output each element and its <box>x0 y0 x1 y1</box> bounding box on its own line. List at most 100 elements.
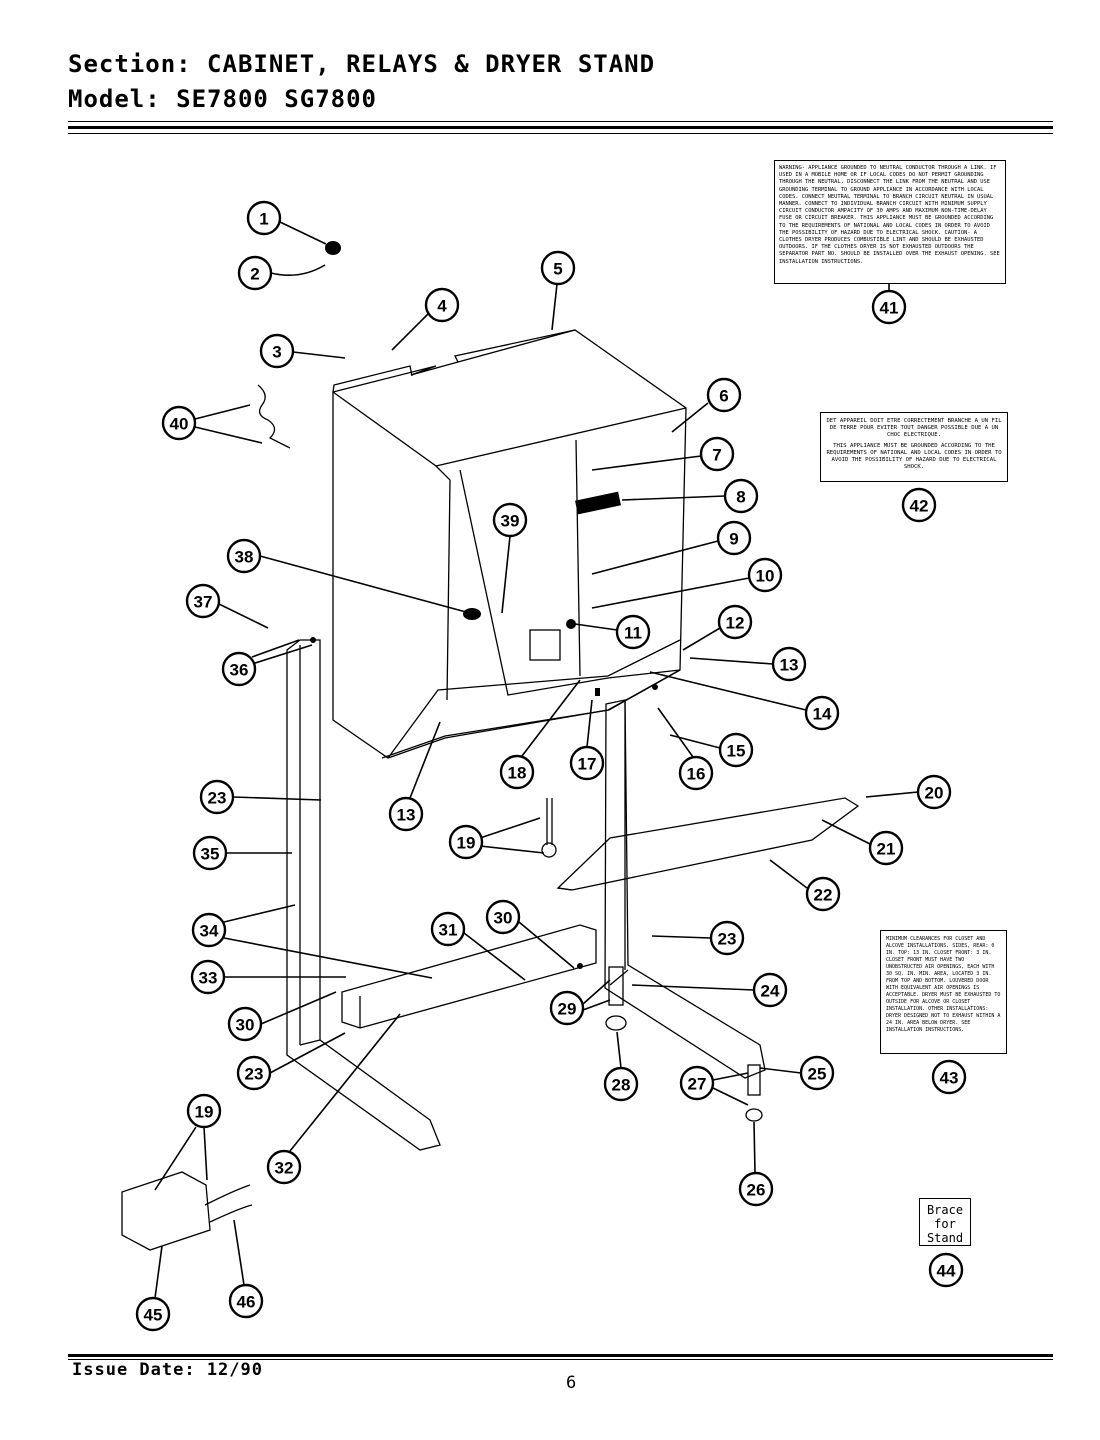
clearance-label-43: MINIMUM CLEARANCES FOR CLOSET AND ALCOVE… <box>880 930 1007 1054</box>
callout-circle <box>199 779 235 815</box>
callout-circle <box>928 1252 964 1288</box>
callout-group: 1234567891011121314151617181319202122233… <box>135 200 967 1332</box>
callout-circle <box>569 745 605 781</box>
callout-30: 30 <box>227 1006 263 1042</box>
callout-circle <box>430 911 466 947</box>
callout-number: 20 <box>925 784 944 803</box>
warning-label-41: WARNING- APPLIANCE GROUNDED TO NEUTRAL C… <box>774 160 1006 284</box>
callout-33: 33 <box>190 959 226 995</box>
header-rule-thick <box>68 126 1053 129</box>
callout-2: 2 <box>237 255 273 291</box>
callout-number: 27 <box>688 1075 707 1094</box>
callout-number: 8 <box>736 488 745 507</box>
callout-number: 28 <box>612 1076 631 1095</box>
callout-number: 35 <box>201 845 220 864</box>
callout-circle <box>738 1171 774 1207</box>
callout-9: 9 <box>716 520 752 556</box>
brace-label-44: Brace for Stand <box>919 1198 971 1246</box>
callout-22: 22 <box>805 876 841 912</box>
callout-number: 34 <box>200 922 219 941</box>
callout-46: 46 <box>228 1283 264 1319</box>
callout-number: 17 <box>578 755 597 774</box>
callout-number: 4 <box>437 297 447 316</box>
callout-19: 19 <box>448 824 484 860</box>
callout-26: 26 <box>738 1171 774 1207</box>
callout-30: 30 <box>485 899 521 935</box>
callout-circle <box>709 920 745 956</box>
callout-circle <box>718 732 754 768</box>
callout-number: 12 <box>726 614 745 633</box>
callout-number: 26 <box>747 1181 766 1200</box>
callout-circle <box>221 651 257 687</box>
callout-circle <box>771 646 807 682</box>
callout-29: 29 <box>549 990 585 1026</box>
callout-7: 7 <box>699 436 735 472</box>
callout-10: 10 <box>747 557 783 593</box>
callout-8: 8 <box>723 478 759 514</box>
callout-number: 31 <box>439 921 458 940</box>
callout-circle <box>228 1283 264 1319</box>
callout-circle <box>871 289 907 325</box>
callout-23: 23 <box>199 779 235 815</box>
cabinet-drawing <box>121 329 860 1251</box>
callout-number: 42 <box>910 497 929 516</box>
callout-number: 1 <box>259 210 268 229</box>
ground-label-42: DET APPAREIL DOIT ETRE CORRECTEMENT BRAN… <box>820 412 1008 482</box>
callout-41: 41 <box>871 289 907 325</box>
callout-circle <box>246 200 282 236</box>
callout-circle <box>752 972 788 1008</box>
callout-number: 23 <box>208 789 227 808</box>
callout-circle <box>448 824 484 860</box>
callout-11: 11 <box>615 614 651 650</box>
callout-1: 1 <box>246 200 282 236</box>
callout-circle <box>227 1006 263 1042</box>
relay-coil <box>566 619 576 629</box>
callout-19: 19 <box>186 1093 222 1129</box>
callout-13: 13 <box>771 646 807 682</box>
callout-number: 22 <box>814 886 833 905</box>
callout-circle <box>424 287 460 323</box>
callout-circle <box>135 1296 171 1332</box>
callout-circle <box>679 1065 715 1101</box>
callout-number: 13 <box>397 806 416 825</box>
callout-number: 37 <box>194 593 213 612</box>
footer-rule-thin <box>68 1359 1053 1360</box>
callout-number: 30 <box>236 1016 255 1035</box>
callout-circle <box>615 614 651 650</box>
callout-number: 43 <box>940 1069 959 1088</box>
cabinet-outline <box>332 329 687 759</box>
callout-number: 16 <box>687 765 706 784</box>
dark-parts <box>310 241 658 969</box>
callout-45: 45 <box>135 1296 171 1332</box>
callout-circle <box>186 1093 222 1129</box>
callout-circle <box>191 912 227 948</box>
callout-number: 5 <box>553 260 562 279</box>
footer-rule-thick <box>68 1354 1053 1357</box>
callout-44: 44 <box>928 1252 964 1288</box>
callout-circle <box>492 502 528 538</box>
callout-number: 18 <box>508 764 527 783</box>
callout-circle <box>716 520 752 556</box>
callout-15: 15 <box>718 732 754 768</box>
callout-circle <box>723 478 759 514</box>
callout-18: 18 <box>499 754 535 790</box>
callout-number: 29 <box>558 1000 577 1019</box>
stand-shelf <box>556 797 860 891</box>
callout-27: 27 <box>679 1065 715 1101</box>
callout-34: 34 <box>191 912 227 948</box>
terminal-strip <box>575 491 621 515</box>
header-rule-thin <box>68 121 1053 122</box>
screw-part <box>595 688 600 696</box>
ground-label-french: DET APPAREIL DOIT ETRE CORRECTEMENT BRAN… <box>826 418 1002 438</box>
callout-number: 44 <box>937 1262 956 1281</box>
callout-number: 24 <box>761 982 780 1001</box>
callout-circle <box>388 796 424 832</box>
callout-31: 31 <box>430 911 466 947</box>
callout-circle <box>259 333 295 369</box>
callout-3: 3 <box>259 333 295 369</box>
callout-23: 23 <box>236 1055 272 1091</box>
callout-number: 6 <box>719 387 728 406</box>
callout-42: 42 <box>901 487 937 523</box>
callout-number: 25 <box>808 1065 827 1084</box>
callout-14: 14 <box>804 695 840 731</box>
